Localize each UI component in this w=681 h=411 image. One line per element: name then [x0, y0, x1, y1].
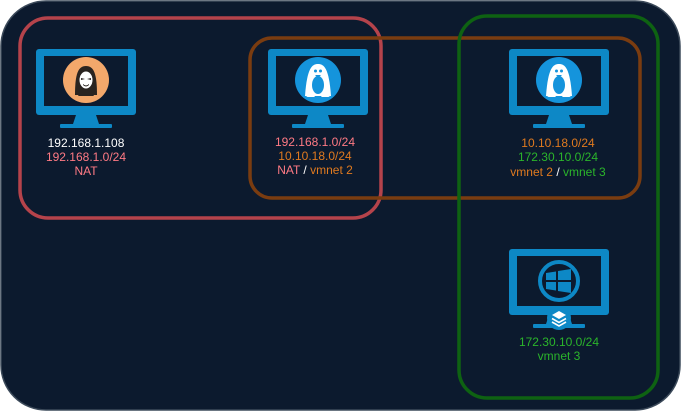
- nat-zone: [18, 16, 383, 220]
- linux-internal-network-b: vmnet 3: [563, 165, 606, 179]
- linux-gateway-network-b: vmnet 2: [310, 163, 353, 177]
- linux-gateway-network-a: NAT: [277, 163, 301, 177]
- attacker-ip-label: 192.168.1.108: [48, 136, 125, 150]
- attacker-subnet-label: 192.168.1.0/24: [46, 150, 126, 164]
- vmnet3-zone: [457, 14, 660, 400]
- linux-internal-subnet2-label: 172.30.10.0/24: [518, 150, 598, 164]
- hacker-icon: [63, 57, 109, 103]
- linux-internal-network-sep: /: [553, 165, 563, 179]
- linux-gateway-subnet2-label: 10.10.18.0/24: [278, 149, 352, 163]
- windows-subnet-label: 172.30.10.0/24: [519, 335, 599, 349]
- windows-network-label: vmnet 3: [538, 349, 581, 363]
- windows-icon: [538, 260, 580, 302]
- linux-gateway-network-sep: /: [300, 163, 310, 177]
- linux-internal-subnet1-label: 10.10.18.0/24: [521, 136, 595, 150]
- linux-gateway-subnet1-label: 192.168.1.0/24: [275, 135, 355, 149]
- vmnet2-zone: [248, 36, 642, 200]
- linux-internal-network-a: vmnet 2: [510, 165, 553, 179]
- linux-tux-icon: [536, 57, 582, 103]
- attacker-network-label: NAT: [74, 164, 98, 178]
- linux-gateway-network-label: NAT / vmnet 2: [277, 163, 353, 177]
- linux-internal-network-label: vmnet 2 / vmnet 3: [510, 165, 606, 179]
- linux-tux-icon: [295, 57, 341, 103]
- layers-stack-icon: [547, 306, 571, 330]
